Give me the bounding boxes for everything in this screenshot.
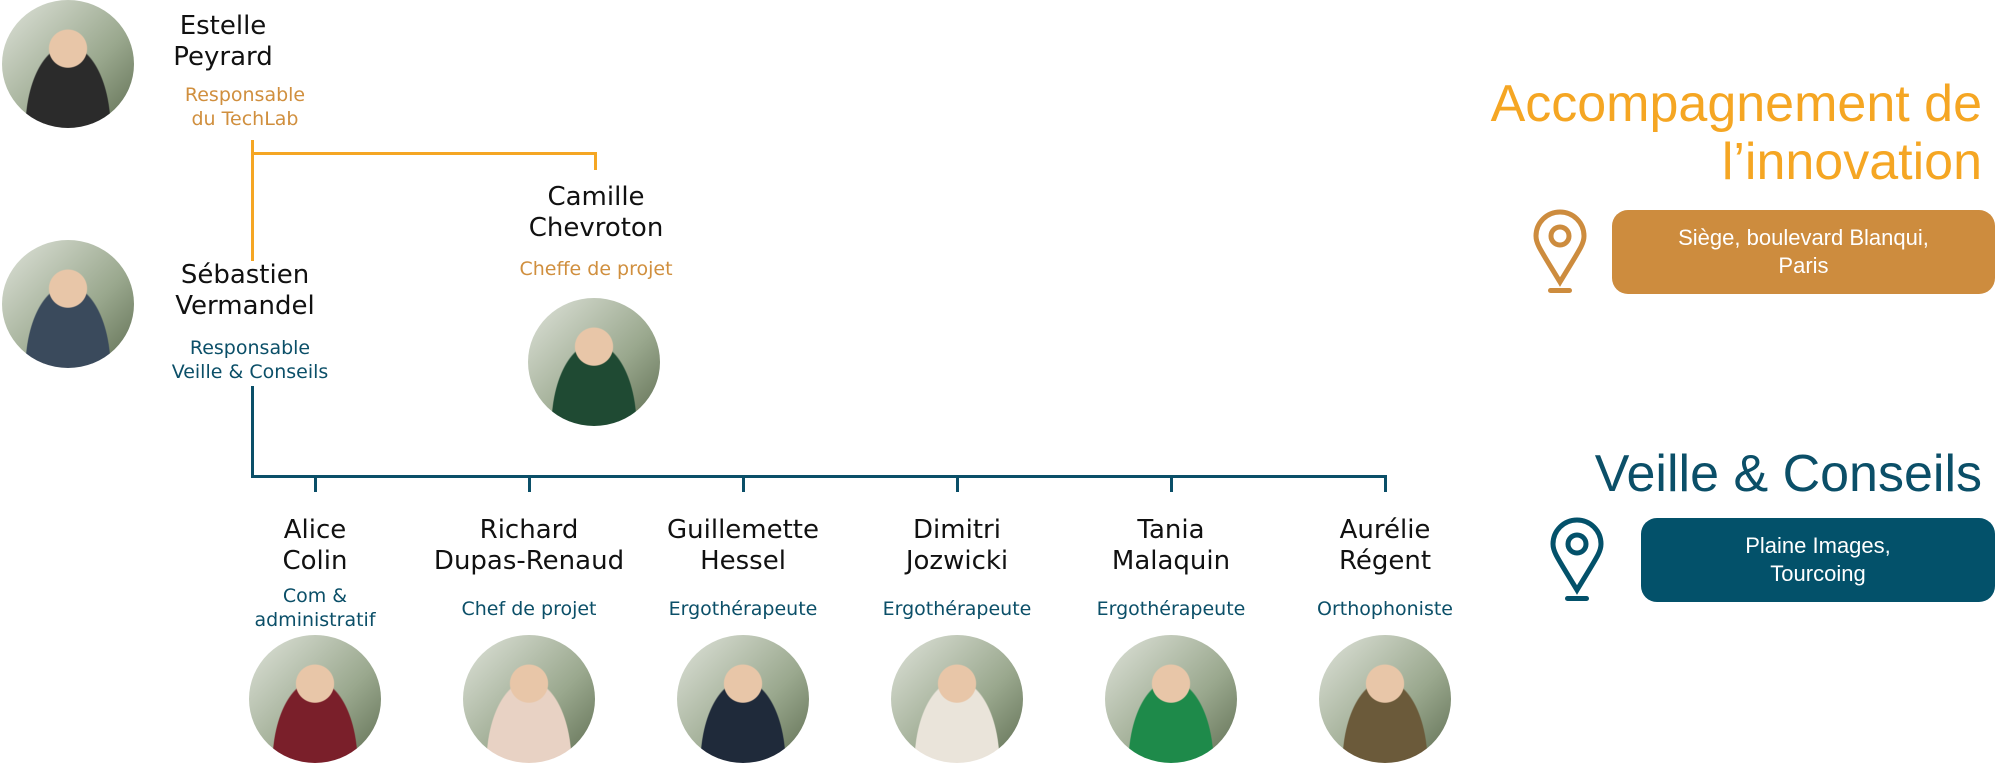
role-line: Veille & Conseils — [171, 361, 329, 383]
location-box-paris: Siège, boulevard Blanqui, Paris — [1612, 210, 1995, 294]
last-name: Régent — [1338, 546, 1432, 576]
team-tick — [1170, 475, 1173, 492]
person-role: Chef de projet — [461, 597, 596, 621]
section-title-veille: Veille & Conseils — [1594, 445, 1982, 503]
location-line: Tourcoing — [1770, 561, 1866, 586]
first-name: Camille — [547, 182, 645, 212]
avatar-team-member — [463, 635, 595, 763]
person-role: Cheffe de projet — [519, 258, 673, 280]
first-name: Aurélie — [1339, 515, 1431, 545]
connector-sebastien-team — [251, 386, 254, 478]
role-line: Chef de projet — [461, 598, 597, 620]
last-name: Malaquin — [1111, 546, 1231, 576]
avatar-team-member — [1105, 635, 1237, 763]
location-line: Paris — [1778, 253, 1829, 278]
role-line: Responsable — [189, 337, 311, 359]
first-name: Dimitri — [913, 515, 1001, 545]
person-role: Ergothérapeute — [1097, 597, 1246, 621]
person-role: Orthophoniste — [1317, 597, 1453, 621]
last-name: Chevroton — [528, 213, 664, 243]
team-tick — [528, 475, 531, 492]
last-name: Hessel — [700, 546, 786, 576]
person-role: Ergothérapeute — [883, 597, 1032, 621]
role-line: Responsable — [184, 84, 306, 106]
team-tick — [314, 475, 317, 492]
role-line: Com & — [282, 585, 348, 607]
connector-estelle-camille — [251, 152, 597, 155]
avatar-estelle — [2, 0, 134, 128]
avatar-team-member — [249, 635, 381, 763]
avatar-team-member — [1319, 635, 1451, 763]
first-name: Richard — [479, 515, 579, 545]
team-tick — [956, 475, 959, 492]
role-line: Orthophoniste — [1317, 598, 1453, 620]
first-name: Estelle — [179, 11, 267, 41]
first-name: Guillemette — [666, 515, 820, 545]
team-tick — [1384, 475, 1387, 492]
first-name: Alice — [283, 515, 347, 545]
location-line: Siège, boulevard Blanqui, — [1678, 225, 1929, 250]
last-name: Colin — [282, 546, 348, 576]
first-name: Tania — [1137, 515, 1205, 545]
team-tick — [742, 475, 745, 492]
first-name: Sébastien — [180, 260, 310, 290]
role-line: du TechLab — [191, 108, 299, 130]
avatar-sebastien — [2, 240, 134, 368]
avatar-camille — [528, 298, 660, 426]
avatar-team-member — [891, 635, 1023, 763]
role-line: Ergothérapeute — [882, 598, 1032, 620]
connector-camille-drop — [594, 152, 597, 170]
team-branch — [251, 475, 1387, 478]
title-line: Accompagnement de — [1490, 75, 1982, 133]
last-name: Peyrard — [173, 42, 273, 72]
last-name: Vermandel — [175, 291, 315, 321]
role-line: Ergothérapeute — [1096, 598, 1246, 620]
last-name: Dupas-Renaud — [433, 546, 625, 576]
person-role: Ergothérapeute — [669, 597, 818, 621]
location-pin-icon — [1550, 517, 1604, 601]
last-name: Jozwicki — [905, 546, 1009, 576]
title-line: l’innovation — [1721, 133, 1982, 191]
role-line: Ergothérapeute — [668, 598, 818, 620]
location-box-tourcoing: Plaine Images, Tourcoing — [1641, 518, 1995, 602]
location-line: Plaine Images, — [1745, 533, 1891, 558]
location-pin-icon — [1533, 209, 1587, 293]
role-line: administratif — [254, 609, 376, 631]
person-role: Com &administratif — [254, 584, 375, 632]
avatar-team-member — [677, 635, 809, 763]
connector-estelle-sebastien — [251, 140, 254, 261]
